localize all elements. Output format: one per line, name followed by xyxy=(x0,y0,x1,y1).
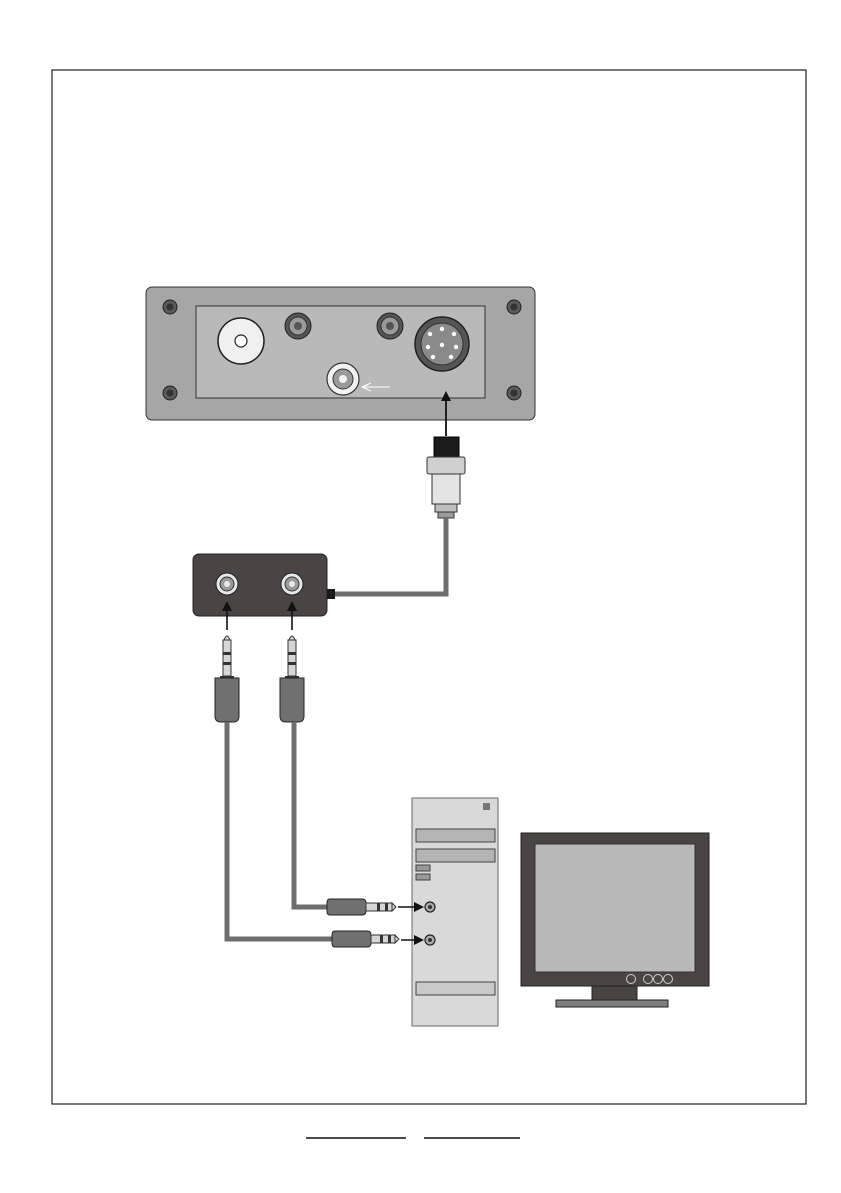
din-cable xyxy=(334,518,446,594)
monitor-icon xyxy=(521,833,709,1007)
pc-tower-icon xyxy=(412,798,498,1026)
receiver-front-panel xyxy=(146,287,535,420)
din-plug-icon xyxy=(427,437,465,518)
audio-splitter-box xyxy=(193,554,335,616)
jack-plug-icon xyxy=(215,636,304,722)
audio-cable-right xyxy=(294,722,330,907)
jack-plug-icon xyxy=(327,899,399,947)
din-socket-icon xyxy=(415,317,469,371)
antenna-socket-icon xyxy=(218,318,264,364)
